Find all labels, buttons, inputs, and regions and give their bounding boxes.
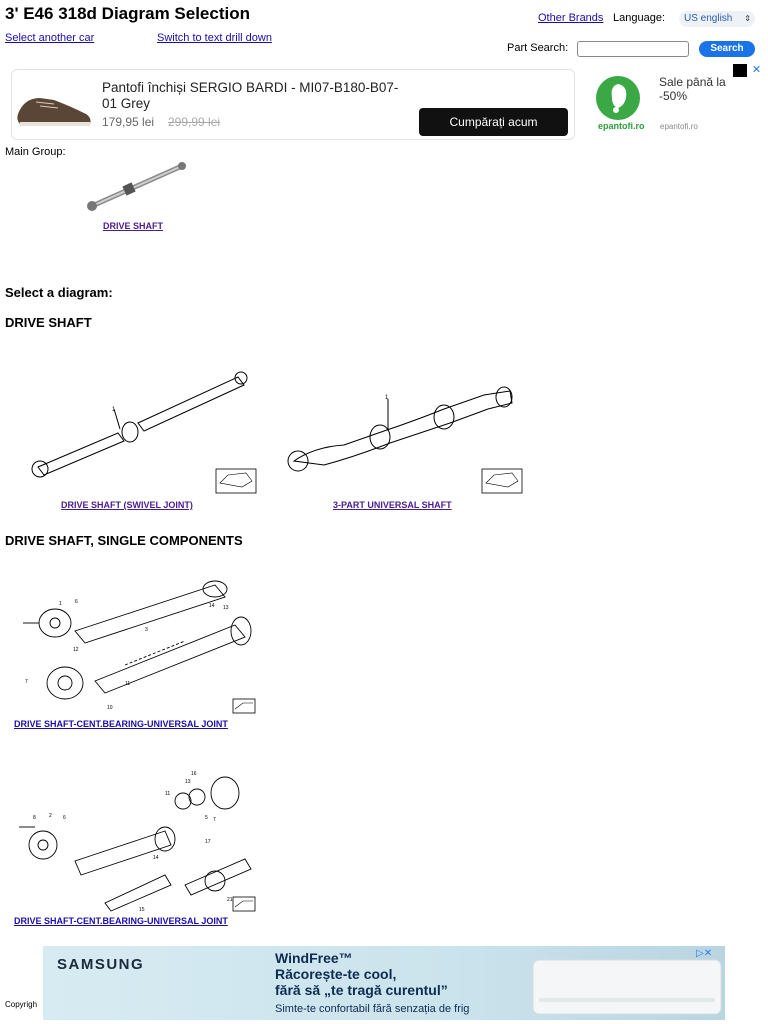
part-search-input[interactable] [577, 41, 689, 57]
language-select-value: US english [684, 13, 733, 24]
samsung-logo: SAMSUNG [57, 956, 145, 973]
svg-text:7: 7 [213, 817, 216, 823]
svg-text:5: 5 [205, 815, 208, 821]
svg-text:11: 11 [125, 681, 130, 687]
section-heading-single-components: DRIVE SHAFT, SINGLE COMPONENTS [5, 533, 243, 548]
ad-brand-url[interactable]: epantofi.ro [660, 122, 698, 131]
svg-text:14: 14 [153, 855, 159, 861]
language-select[interactable]: US english ⇕ [679, 11, 755, 27]
copyright-text: Copyrigh [5, 1000, 38, 1009]
svg-text:15: 15 [139, 907, 145, 913]
svg-text:13: 13 [185, 779, 191, 785]
ad-cta-button[interactable]: Cumpărați acum [419, 108, 568, 136]
svg-text:6: 6 [75, 599, 78, 605]
svg-text:10: 10 [107, 705, 113, 711]
switch-text-drill-link[interactable]: Switch to text drill down [157, 32, 272, 44]
svg-text:14: 14 [209, 603, 215, 609]
bottom-ad-line-3: fără să „te tragă curentul” [275, 982, 448, 998]
language-label: Language: [613, 12, 665, 24]
svg-text:3: 3 [145, 627, 148, 633]
air-conditioner-image [532, 959, 722, 1015]
diagram-3-part-universal-shaft-image[interactable]: 1 [284, 365, 524, 495]
section-heading-drive-shaft: DRIVE SHAFT [5, 315, 92, 330]
diagram-link-cent-bearing-1[interactable]: DRIVE SHAFT-CENT.BEARING-UNIVERSAL JOINT [14, 719, 228, 729]
ad-choices-icon[interactable] [733, 64, 747, 77]
svg-text:1: 1 [385, 395, 389, 401]
bottom-ad-headline: WindFree™ [275, 950, 353, 966]
svg-text:11: 11 [165, 791, 170, 797]
svg-text:1: 1 [112, 407, 116, 413]
select-another-car-link[interactable]: Select another car [5, 32, 95, 44]
svg-text:8: 8 [33, 815, 36, 821]
svg-text:17: 17 [205, 839, 211, 845]
part-search-label: Part Search: [507, 42, 569, 54]
close-icon[interactable]: ✕ [751, 64, 762, 76]
svg-text:16: 16 [191, 771, 197, 777]
other-brands-link[interactable]: Other Brands [538, 12, 604, 24]
main-group-label: Main Group: [5, 146, 66, 158]
svg-text:21: 21 [227, 897, 233, 903]
svg-text:6: 6 [63, 815, 66, 821]
svg-text:13: 13 [223, 605, 229, 611]
svg-text:1: 1 [59, 601, 62, 607]
select-diagram-heading: Select a diagram: [5, 285, 113, 300]
chevron-updown-icon: ⇕ [744, 14, 751, 23]
ad-product-title[interactable]: Pantofi închiși SERGIO BARDI - MI07-B180… [102, 80, 399, 111]
diagram-link-cent-bearing-2[interactable]: DRIVE SHAFT-CENT.BEARING-UNIVERSAL JOINT [14, 916, 228, 926]
bottom-ad-line-2: Răcorește-te cool, [275, 966, 397, 982]
svg-text:2: 2 [49, 813, 52, 819]
diagram-link-3-part-universal-shaft[interactable]: 3-PART UNIVERSAL SHAFT [333, 500, 452, 510]
diagram-drive-shaft-swivel-image[interactable]: 1 [28, 365, 268, 495]
page-title: 3' E46 318d Diagram Selection [5, 4, 250, 23]
drive-shaft-group-image[interactable] [84, 158, 194, 218]
bottom-ad-subline: Simte-te confortabil fără senzația de fr… [275, 1003, 470, 1015]
search-button[interactable]: Search [699, 41, 755, 57]
diagram-link-drive-shaft-swivel[interactable]: DRIVE SHAFT (SWIVEL JOINT) [61, 500, 193, 510]
ad-price: 179,95 lei [102, 115, 155, 129]
epantofi-logo [596, 76, 640, 120]
shoe-image [17, 98, 91, 126]
ad-banner-top[interactable]: Pantofi închiși SERGIO BARDI - MI07-B180… [11, 69, 575, 140]
main-group-drive-shaft-link[interactable]: DRIVE SHAFT [103, 221, 164, 231]
ad-choices-close-icon[interactable]: ▷✕ [696, 948, 713, 959]
diagram-cent-bearing-1-image[interactable]: 1 6 3 14 13 12 11 10 7 [15, 575, 265, 715]
svg-text:12: 12 [73, 647, 79, 653]
ad-old-price: 299,99 lei [168, 115, 221, 129]
ad-sale-text[interactable]: Sale până la -50% [659, 75, 726, 103]
ad-brand-name[interactable]: epantofi.ro [598, 121, 645, 131]
svg-text:7: 7 [25, 679, 28, 685]
ad-banner-bottom[interactable]: SAMSUNG WindFree™ Răcorește-te cool, făr… [43, 946, 725, 1020]
